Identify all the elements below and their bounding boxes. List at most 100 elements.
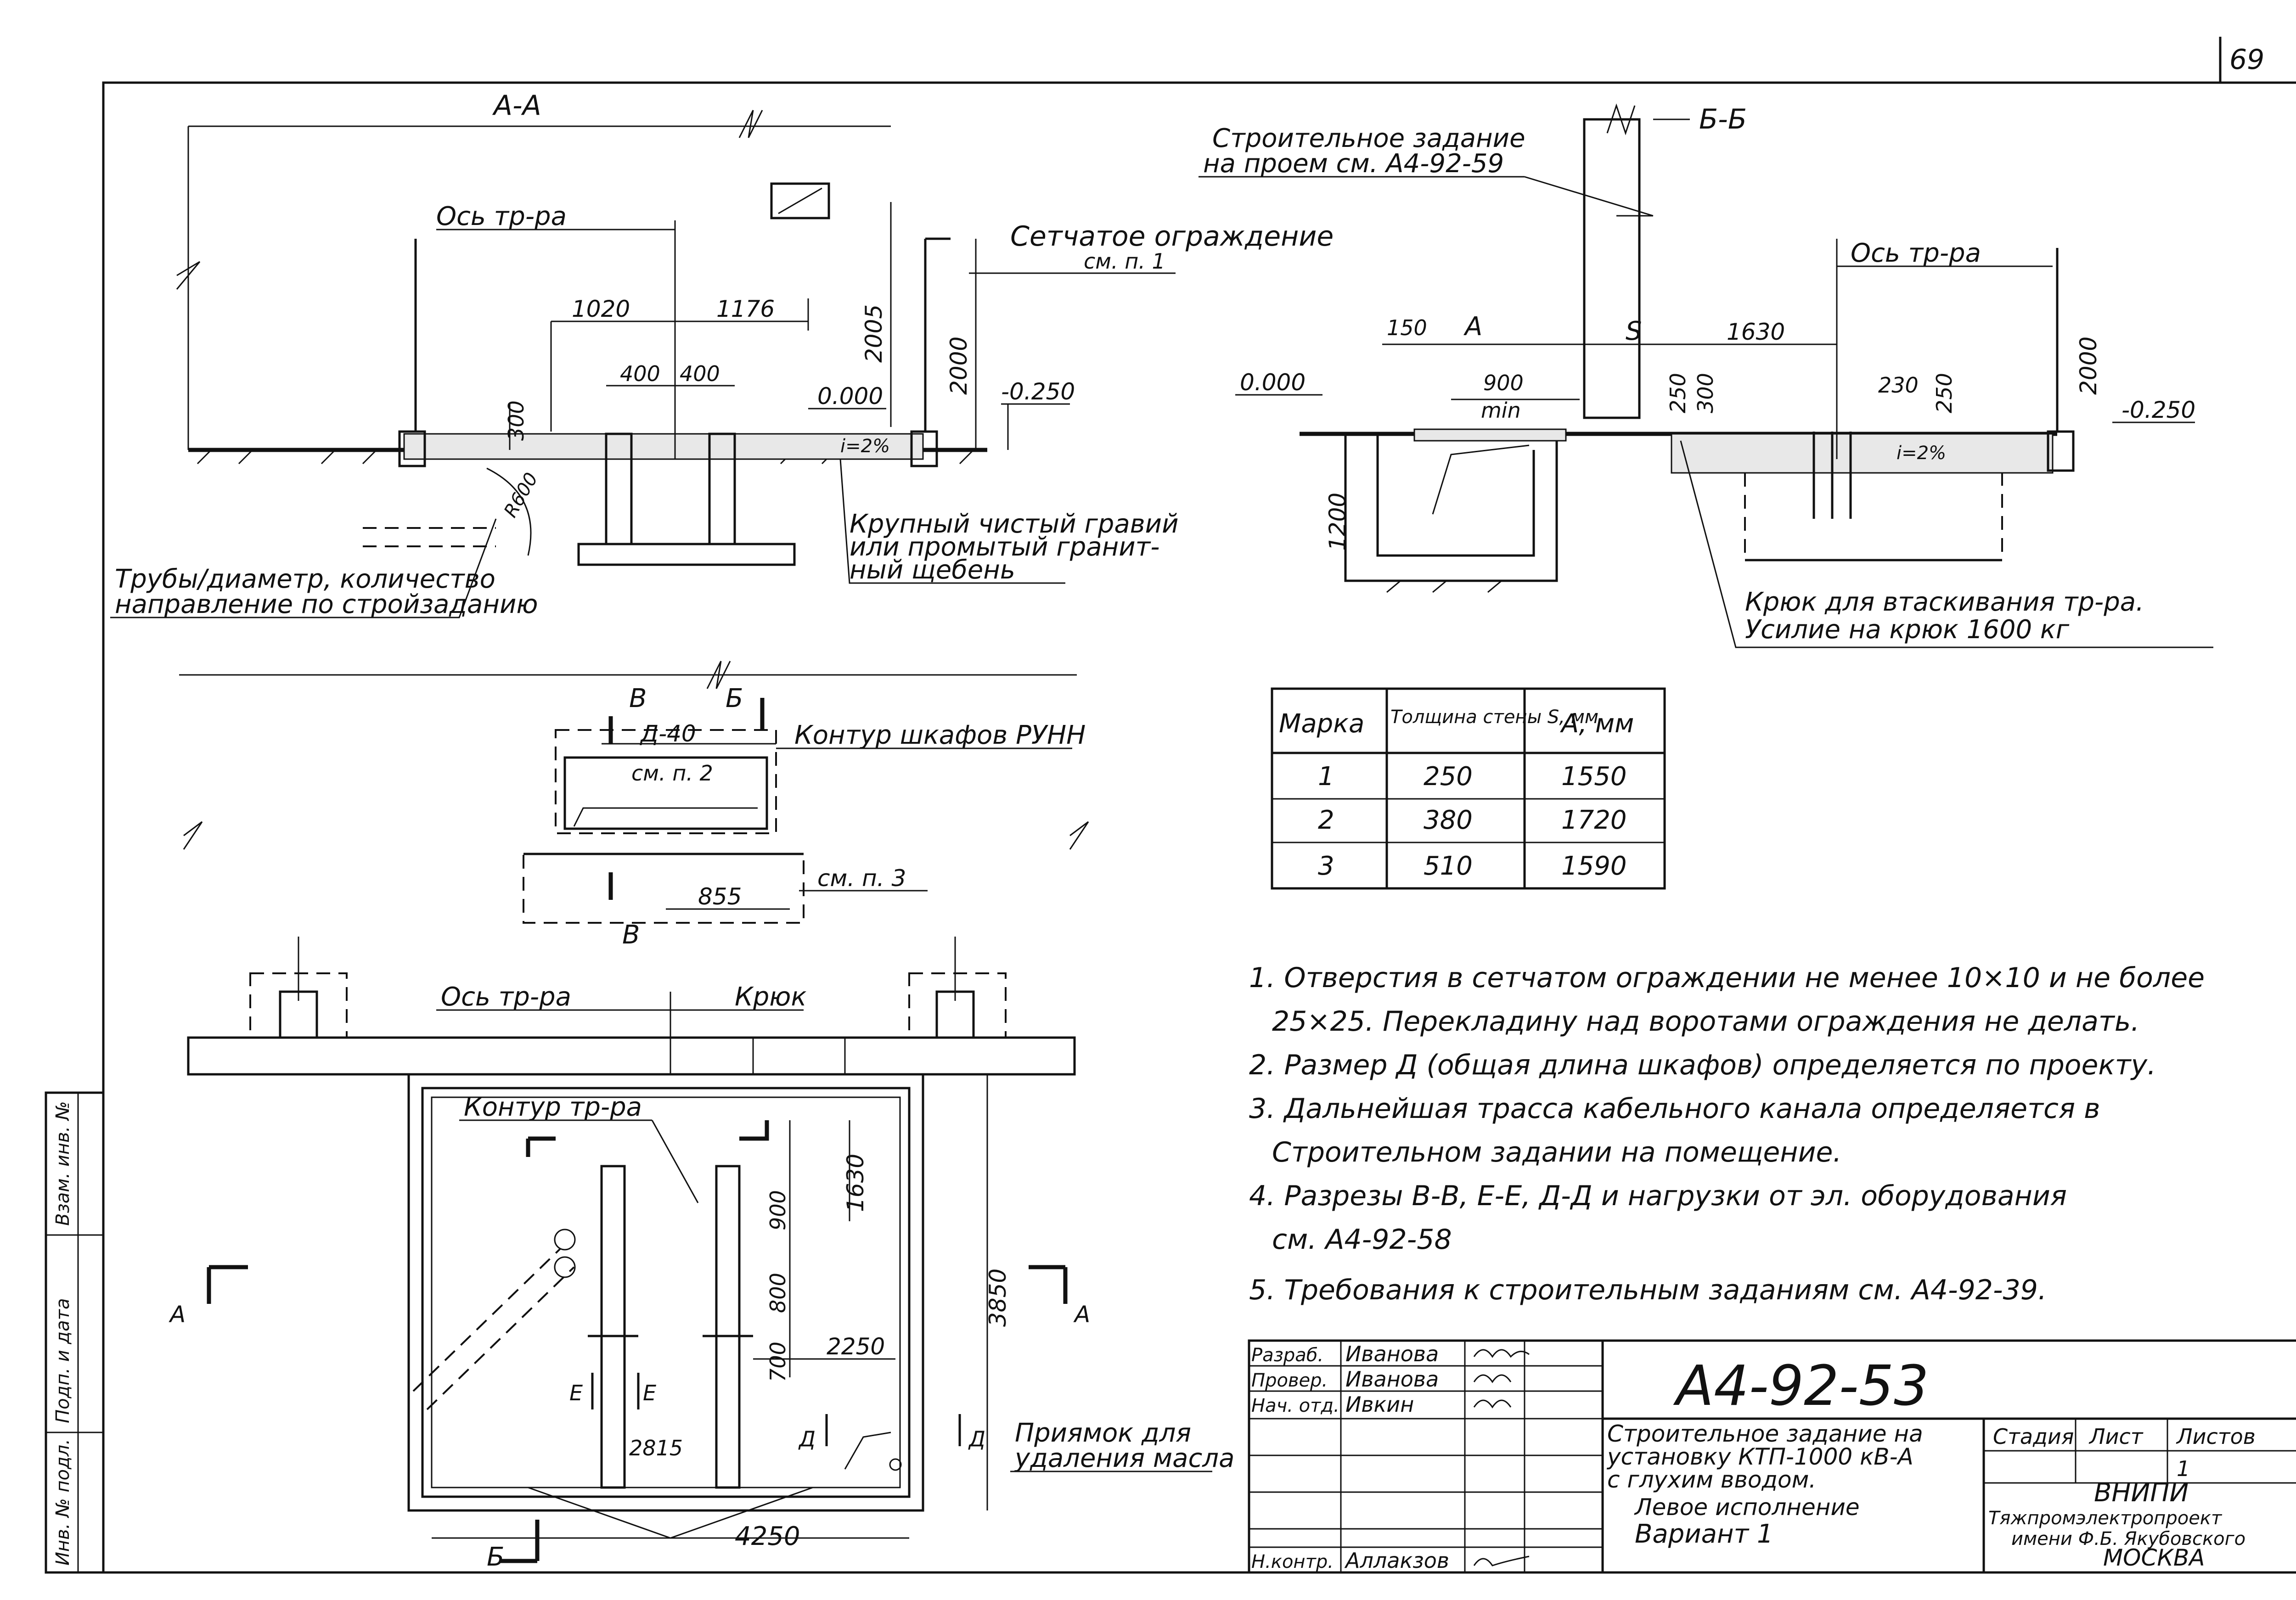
signature-role: Разраб.: [1251, 1345, 1323, 1366]
table-cell: 1590: [1561, 851, 1627, 881]
rail-right: [715, 1165, 741, 1489]
pit-label-2: удаления масла: [1014, 1443, 1234, 1473]
side-stamp-sign: Подп. и дата: [52, 1298, 73, 1423]
marks-table: Марка Толщина стены S, мм А, мм 1 250 15…: [1271, 687, 1666, 890]
svg-text:1176: 1176: [716, 296, 775, 322]
mark-a1: А: [169, 1301, 186, 1328]
table-cell: 3: [1318, 851, 1334, 881]
mark-e1: Е: [569, 1381, 583, 1405]
side-stamp-replace: Взам. инв. №: [52, 1101, 73, 1226]
notes: 1. Отверстия в сетчатом ограждении не ме…: [1249, 962, 2205, 1306]
pipes-label-2: направление по стройзаданию: [115, 589, 538, 619]
mark-b2: Б: [726, 684, 743, 713]
mark-bb: Б: [487, 1542, 504, 1572]
rail-left: [600, 1165, 626, 1489]
note-line: 5. Требования к строительным заданиям см…: [1249, 1274, 2047, 1306]
svg-text:3850: 3850: [985, 1269, 1011, 1327]
doc-code: А4-92-53: [1673, 1354, 1929, 1418]
gravel-label-2: или промытый гранит-: [850, 532, 1159, 562]
hook-label-2: Усилие на крюк 1600 кг: [1745, 615, 2070, 645]
svg-text:150: 150: [1387, 315, 1427, 340]
gravel-strip-bb: [1671, 433, 2054, 474]
fence-ref: см. п. 1: [1084, 249, 1165, 274]
stage-header: Стадия: [1993, 1424, 2074, 1449]
signature-name: Иванова: [1345, 1342, 1439, 1366]
note-line: 4. Разрезы В-В, Е-Е, Д-Д и нагрузки от э…: [1249, 1180, 2067, 1212]
svg-text:700: 700: [765, 1342, 790, 1382]
svg-text:см. п. 2: см. п. 2: [631, 761, 713, 786]
org-line: МОСКВА: [2103, 1544, 2205, 1571]
svg-text:min: min: [1481, 398, 1521, 423]
signature-role: Провер.: [1251, 1370, 1328, 1391]
cabinets-label: Контур шкафов РУНН: [794, 720, 1086, 750]
pipes-label-1: Трубы/диаметр, количество: [115, 564, 495, 594]
cabinets-contour: [555, 729, 777, 834]
mark-b1: В: [629, 684, 647, 713]
svg-text:855: 855: [698, 883, 742, 910]
section-aa-title: А-А: [492, 90, 541, 122]
svg-text:1020: 1020: [572, 296, 630, 322]
note-line: 25×25. Перекладину над воротами огражден…: [1272, 1005, 2139, 1038]
title-desc-line: Левое исполнение: [1634, 1494, 1860, 1521]
hook-label-1: Крюк для втаскивания тр-ра.: [1745, 587, 2144, 617]
constr-label-1: Строительное задание: [1212, 124, 1525, 153]
svg-text:400: 400: [620, 361, 660, 386]
title-block: Разраб. Иванова Провер. Иванова Нач. отд…: [1248, 1339, 2296, 1574]
cable-pit: [1344, 434, 1558, 582]
svg-text:А: А: [1463, 312, 1482, 342]
pit-label-1: Приямок для: [1015, 1418, 1191, 1448]
signature-name: Ивкин: [1345, 1392, 1414, 1417]
section-bb: Б-Б Строительное задание на проем см. А4…: [1199, 103, 2213, 648]
svg-text:1200: 1200: [1324, 493, 1351, 551]
mark-e2: Е: [643, 1381, 656, 1405]
mark-a2: А: [1073, 1301, 1090, 1328]
svg-text:300: 300: [504, 400, 529, 441]
org-line: ВНИПИ: [2094, 1478, 2189, 1508]
gravel-label-1: Крупный чистый гравий: [850, 509, 1178, 539]
fence-post-left: [398, 430, 426, 467]
constr-label-2: на проем см. А4-92-59: [1203, 149, 1504, 179]
note-line: 1. Отверстия в сетчатом ограждении не ме…: [1249, 962, 2205, 994]
contour-label: Контур тр-ра: [464, 1092, 642, 1122]
rail-beam: [187, 1036, 1076, 1076]
svg-text:900: 900: [765, 1190, 790, 1230]
mark-d2: Д: [968, 1426, 985, 1451]
table-cell: 1: [1318, 762, 1334, 792]
title-desc-line: Вариант 1: [1635, 1519, 1773, 1549]
note-line: 3. Дальнейшая трасса кабельного канала о…: [1249, 1093, 2100, 1125]
side-stamp: Инв. № подл. Подп. и дата Взам. инв. №: [45, 1091, 105, 1574]
sheet-value: 1: [2177, 1456, 2190, 1481]
svg-text:4250: 4250: [735, 1521, 800, 1551]
svg-text:400: 400: [680, 361, 720, 386]
svg-text:Д-40: Д-40: [640, 720, 696, 747]
equipment-box-aa: [770, 182, 830, 219]
svg-text:1630: 1630: [1727, 319, 1785, 345]
table-header-mark: Марка: [1279, 709, 1364, 739]
svg-text:0.000: 0.000: [1240, 369, 1306, 396]
plan-view: Контур шкафов РУНН Д-40 см. п. 2 см. п. …: [169, 661, 1234, 1572]
svg-text:R600: R600: [500, 469, 542, 521]
svg-text:2000: 2000: [2075, 337, 2102, 395]
svg-text:-0.250: -0.250: [2122, 397, 2195, 423]
svg-text:300: 300: [1693, 373, 1718, 413]
gravel-label-3: ный щебень: [850, 555, 1015, 585]
svg-text:2005: 2005: [861, 304, 887, 363]
svg-text:2000: 2000: [945, 337, 972, 395]
svg-text:800: 800: [765, 1273, 790, 1313]
axis-label-bb: Ось тр-ра: [1851, 238, 1981, 268]
table-header-a: А, мм: [1560, 709, 1634, 739]
sheet-number: 69: [2229, 44, 2264, 76]
signature-name: Аллакзов: [1344, 1548, 1449, 1573]
gravel-strip-aa: [403, 433, 924, 460]
signature-role: Нач. отд.: [1251, 1395, 1339, 1416]
table-cell: 2: [1318, 805, 1334, 835]
signature-name: Иванова: [1345, 1367, 1439, 1392]
axis-label-plan: Ось тр-ра: [441, 982, 571, 1012]
svg-text:S: S: [1626, 316, 1642, 346]
wall-bb: [1583, 118, 1641, 419]
svg-text:i=2%: i=2%: [1896, 443, 1946, 464]
note-line: 2. Размер Д (общая длина шкафов) определ…: [1249, 1049, 2156, 1081]
title-desc-line: установку КТП-1000 кВ-А: [1606, 1443, 1913, 1470]
svg-text:0.000: 0.000: [817, 383, 883, 410]
